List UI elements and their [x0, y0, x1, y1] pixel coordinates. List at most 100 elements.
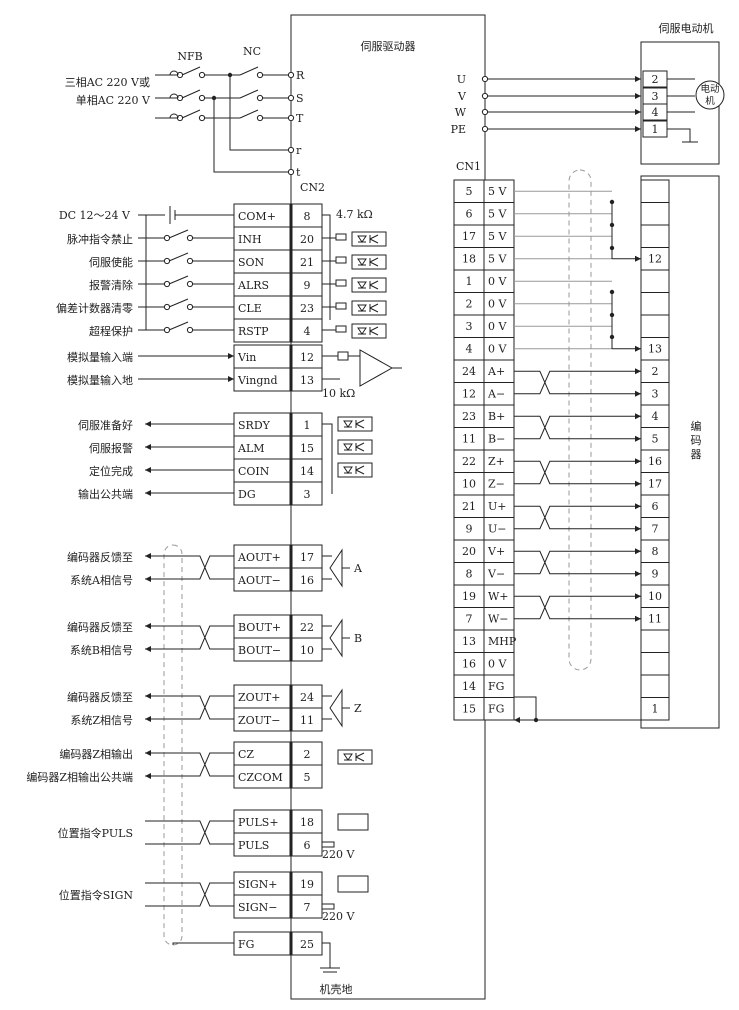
nfb-contact [198, 114, 206, 122]
cn1-name: A− [487, 388, 505, 401]
cn2-input-label: 伺服使能 [89, 255, 133, 269]
cn2-enc-pin: 16 [300, 574, 314, 587]
cn2-cmd-label: 位置指令PULS [58, 826, 133, 840]
cn2-output-pin: 15 [300, 442, 314, 455]
cn2-enc-pin: 17 [300, 551, 314, 564]
cn2-enc-name: BOUT− [238, 644, 281, 657]
arrow-icon [514, 717, 520, 723]
cn1-pin: 12 [462, 388, 476, 401]
cn1-name: 0 V [488, 658, 507, 671]
cn2-enc-name: AOUT− [237, 574, 281, 587]
cn2-analog-pin: 12 [300, 351, 314, 364]
opamp-icon [359, 349, 394, 387]
power-label-2: 单相AC 220 V [76, 94, 151, 107]
nc-contact [256, 71, 264, 79]
cn1-pin: 4 [466, 343, 473, 356]
motor-terminal-ring [481, 108, 489, 116]
cn2-input-label: 超程保护 [89, 324, 133, 338]
encoder-pin: 11 [648, 613, 662, 626]
twisted-pair-icon [190, 695, 220, 720]
motor-label-2: 机 [705, 95, 715, 107]
cn2-enc-label: 系统A相信号 [70, 574, 133, 587]
encoder-pin: 8 [652, 545, 659, 558]
cn1-pin: 16 [462, 658, 476, 671]
arrow-icon [635, 126, 641, 132]
cn2-enc-name: ZOUT− [238, 714, 281, 727]
cmd-optocoupler-icon [337, 813, 369, 831]
motor-icon [695, 80, 725, 110]
fg-wire [172, 942, 234, 945]
cn2-output-pin: 14 [300, 465, 314, 478]
cn1-name: B+ [488, 410, 505, 423]
junction-dot [609, 222, 615, 228]
motor-pin: 4 [652, 106, 659, 119]
cn2-input-pin: 20 [300, 233, 314, 246]
cn1-name: MHP [488, 635, 517, 648]
cn1-pin: 10 [462, 478, 476, 491]
motor-pin: 2 [652, 73, 659, 86]
optocoupler-symbol [343, 419, 365, 429]
cn2-input-label: 偏差计数器清零 [56, 301, 133, 315]
fg-link [514, 696, 537, 720]
cn1-name: 0 V [488, 275, 507, 288]
junction-dot [609, 312, 615, 318]
optocoupler-symbol [343, 465, 365, 475]
cn1-name: 0 V [488, 298, 507, 311]
input-switch-icon [168, 229, 189, 239]
encoder-pin: 4 [652, 410, 659, 423]
cz-optocoupler-icon [337, 749, 373, 765]
dashed-link [169, 70, 179, 119]
cn2-output-pin: 1 [304, 419, 311, 432]
cn2-enc-label: 编码器反馈至 [67, 690, 133, 704]
cn1-name: 5 V [488, 208, 507, 221]
encoder-pin-cell [640, 697, 670, 721]
cn2-enc-pin: 11 [300, 714, 314, 727]
cn2-enc-name: AOUT+ [237, 551, 281, 564]
cn2-input-name: ALRS [237, 279, 269, 292]
cn2-input-name: RSTP [238, 325, 269, 338]
arrow-icon [635, 345, 641, 352]
arrow-icon [635, 525, 641, 532]
input-resistor-icon [335, 325, 347, 333]
cn1-name: W− [488, 613, 509, 626]
arrow-icon [635, 503, 641, 510]
switch-contact [186, 326, 194, 334]
power-terminal-r: r [296, 144, 302, 157]
optocoupler-symbol [343, 442, 365, 452]
cn2-enc-label: 系统B相信号 [70, 644, 133, 657]
cn2-pin-cell [291, 481, 323, 506]
nfb-contact [198, 71, 206, 79]
cn1-name: U+ [488, 500, 507, 513]
encoder-label: 码 [691, 434, 702, 447]
encoder-pin-cell [640, 179, 670, 203]
nc-switch [239, 66, 259, 76]
output-optocoupler-icon [337, 439, 373, 455]
cn1-name: U− [488, 523, 507, 536]
cn1-pin: 19 [462, 590, 476, 603]
twisted-pair-icon [530, 415, 560, 440]
motor-terminal-ring [481, 125, 489, 133]
cn1-name-cell [483, 697, 515, 721]
cn2-output-label: 定位完成 [89, 464, 133, 478]
arrow-icon [635, 390, 641, 397]
cn2-analog-name: Vin [237, 351, 256, 364]
input-optocoupler-icon [351, 323, 387, 339]
cn2-cz-label: 编码器Z相输出公共端 [26, 770, 133, 784]
switch-contact [186, 257, 194, 265]
cn2-cmd-label: 位置指令SIGN [59, 888, 134, 902]
drive-title: 伺服驱动器 [361, 40, 416, 53]
cn2-fg-name: FG [238, 938, 254, 951]
arrow-icon [635, 593, 641, 600]
motor-terminal-ring [481, 75, 489, 83]
cn2-input-name: INH [238, 233, 262, 246]
cn1-pin: 21 [462, 500, 476, 513]
cn1-pin: 22 [462, 455, 476, 468]
input-switch-icon [168, 275, 189, 285]
encoder-pin-cell [640, 269, 670, 293]
twisted-pair-icon [530, 370, 560, 395]
junction-dot [609, 334, 615, 340]
cn1-name: W+ [488, 590, 509, 603]
arrow-icon [145, 444, 151, 450]
cn1-name: FG [488, 680, 504, 693]
cn1-pin: 8 [466, 568, 473, 581]
